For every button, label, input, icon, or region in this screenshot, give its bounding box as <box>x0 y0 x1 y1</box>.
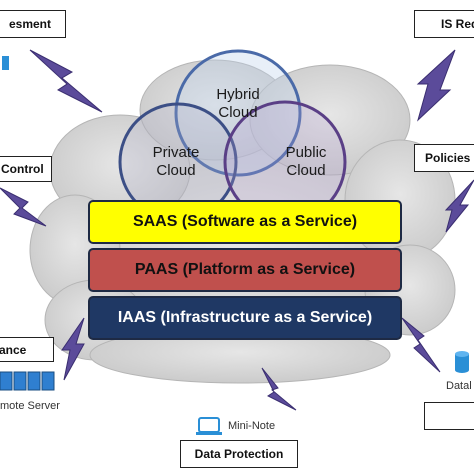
mini-note-caption: Mini-Note <box>228 420 276 432</box>
laptop-icon <box>2 56 9 70</box>
paas-layer: PAAS (Platform as a Service) <box>88 248 402 292</box>
data-protection-label: Data Protection <box>194 447 284 461</box>
private-line1: Private <box>152 144 200 161</box>
hybrid-cloud-circle <box>174 49 302 177</box>
is-requirements-box: IS Req <box>414 10 474 38</box>
compliance-box: ance <box>0 337 54 362</box>
assessment-box: esment <box>0 10 66 38</box>
hybrid-line2: Cloud <box>218 104 258 121</box>
public-line2: Cloud <box>286 162 326 179</box>
hybrid-cloud-label: Hybrid Cloud <box>200 86 276 122</box>
iaas-layer: IAAS (Infrastructure as a Service) <box>88 296 402 340</box>
paas-label: PAAS (Platform as a Service) <box>134 261 356 278</box>
is-requirements-label: IS Req <box>441 17 474 31</box>
policies-box: Policies <box>414 144 474 172</box>
remote-server-caption: mote Server <box>0 400 60 412</box>
public-cloud-label: Public Cloud <box>268 144 344 180</box>
lightning-bolt-icon <box>261 367 297 411</box>
lightning-bolt-icon <box>401 317 441 373</box>
saas-label: SAAS (Software as a Service) <box>132 213 358 230</box>
database-icon <box>455 351 469 373</box>
database-caption: Datal <box>446 380 472 392</box>
control-box: Control <box>0 156 52 182</box>
control-label: Control <box>1 162 44 176</box>
compliance-label: ance <box>0 342 27 357</box>
private-cloud-label: Private Cloud <box>140 144 212 180</box>
private-line2: Cloud <box>156 162 196 179</box>
assessment-label: esment <box>8 17 51 31</box>
lightning-bolt-icon <box>61 317 85 381</box>
server-rack-icon <box>0 371 55 391</box>
lightning-bolt-icon <box>444 179 474 233</box>
lightning-bolt-icon <box>29 49 103 113</box>
computer-icon <box>196 417 222 435</box>
blank-box <box>424 402 474 430</box>
iaas-label: IAAS (Infrastructure as a Service) <box>117 309 373 326</box>
saas-layer: SAAS (Software as a Service) <box>88 200 402 244</box>
hybrid-line1: Hybrid <box>216 86 260 103</box>
policies-label: Policies <box>425 151 471 165</box>
data-protection-box: Data Protection <box>180 440 298 468</box>
lightning-bolt-icon <box>0 187 47 227</box>
lightning-bolt-icon <box>416 49 456 122</box>
lightning-bolts <box>0 49 474 411</box>
venn-circles <box>118 49 347 224</box>
public-line1: Public <box>285 144 327 161</box>
